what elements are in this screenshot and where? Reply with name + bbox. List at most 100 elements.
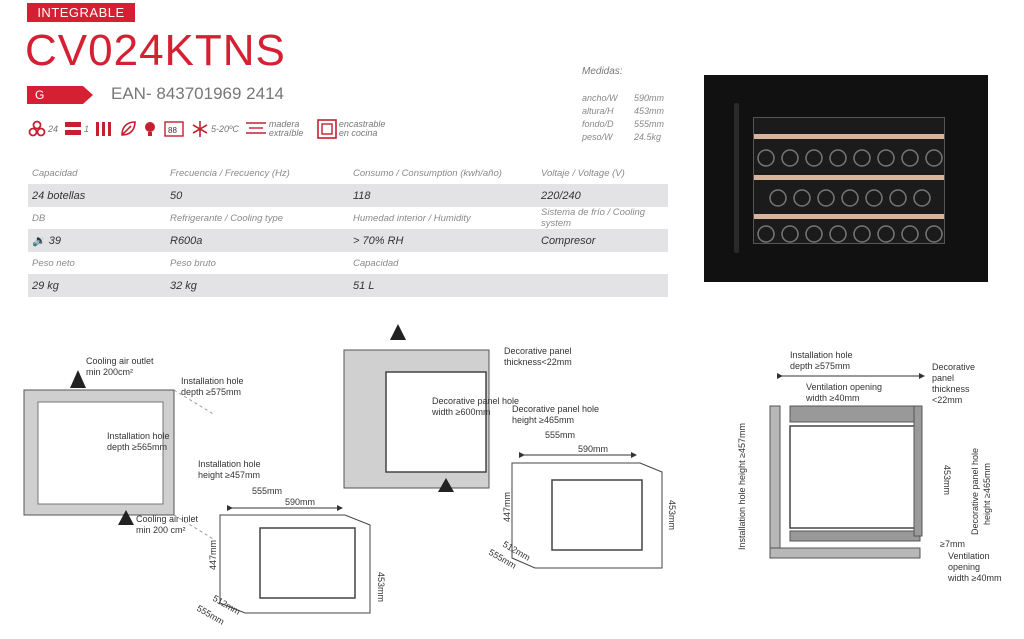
feature-temperature: 5-20ºC [191,120,239,138]
appliance-door [551,479,643,551]
spec-value-row: 24 botellas 50 118 220/240 [28,184,668,207]
speaker-icon: 🔉 [32,235,46,247]
shelf-count: 1 [84,123,90,134]
label-panel: Decorative [932,362,975,372]
energy-arrow-icon [27,86,93,104]
label-panel-height: Decorative panel hole [512,404,599,414]
label-panel-2: panel [932,373,954,383]
spec-label: DB [32,212,46,224]
wine-bottles-illustration [754,134,944,243]
decorative-panel [913,405,923,537]
spec-label: Peso bruto [170,257,216,269]
measure-value: 453mm [634,106,665,116]
label-hole-depth-value: depth ≥575mm [181,387,241,397]
label-hole-depth: Installation hole [181,376,244,386]
diagram-freestanding-install: Cooling air outlet min 200cm² Installati… [23,356,386,627]
cabinet-opening [37,401,164,505]
svg-text:88: 88 [168,126,177,135]
feature-removable: madera extraíble [245,120,311,138]
integrable-badge: INTEGRABLE [27,3,135,22]
feature-display: 88 [163,120,185,138]
feature-shelf: 1 [64,120,89,138]
diagram-panel-install: Decorative panel thickness<22mm Decorati… [343,324,677,571]
label-hole-height-value: height ≥457mm [198,470,260,480]
spec-value: 24 botellas [28,184,166,207]
cabinet-opening [385,371,487,473]
label-panel-width-value: width ≥600mm [431,407,490,417]
energy-class-label: G [35,88,45,102]
dim-line [173,389,216,416]
spec-value: Compresor [537,229,668,252]
feature-bottles: 24 [28,120,58,138]
appliance-body [789,425,917,529]
spec-value: 220/240 [537,184,668,207]
bottom-panel [789,530,921,542]
label-vent-bottom-3: width ≥40mm [947,573,1001,583]
spec-table: Capacidad Frecuencia / Frecuency (Hz) Co… [28,162,668,297]
spec-label-row: Capacidad Frecuencia / Frecuency (Hz) Co… [28,162,668,184]
feature-built-in: encastrable en cocina [317,119,395,139]
label-width-555: 555mm [252,486,282,496]
label-width-590: 590mm [285,497,315,507]
label-height-453: 453mm [376,572,386,602]
built-in-icon [317,119,337,139]
temperature-range: 5-20ºC [211,123,239,134]
spec-label: Consumo / Consumption (kwh/año) [353,167,502,179]
label-outlet-min: min 200cm² [86,367,133,377]
air-inlet-arrow-icon [438,478,454,492]
snowflake-icon [192,121,208,137]
spec-label: Capacidad [353,257,399,269]
appliance-outline [511,462,663,569]
appliance-outline [219,514,371,614]
label-hole-height: Installation hole [198,459,261,469]
display-icon: 88 [164,121,184,137]
bottles-count: 24 [48,123,59,134]
label-panel-width: Decorative panel hole [432,396,519,406]
measure-value: 590mm [634,93,665,103]
label-panel-hole-value: height ≥465mm [982,463,992,525]
label-inlet: Cooling air inlet [136,514,199,524]
spec-value-noise: 🔉 39 [28,229,166,252]
label-panel-hole: Decorative panel hole [970,448,980,535]
ean-number: 843701969 2414 [156,84,284,103]
measure-label: peso/W [582,132,613,142]
diagram-side-section: Installation hole depth ≥575mm Decorativ… [737,350,1001,583]
air-outlet-arrow-icon [70,370,86,388]
label-vent-bottom: Ventilation [948,551,990,561]
label-width-555: 555mm [545,430,575,440]
label-vent-bottom-2: opening [948,562,980,572]
spec-label: Capacidad [32,167,78,179]
appliance-door [259,527,356,599]
label-height-447: 447mm [502,492,512,522]
label-outlet: Cooling air outlet [86,356,154,366]
spec-label: Refrigerante / Cooling type [170,212,284,224]
removable-label: madera extraíble [268,119,304,138]
spec-value-row: 🔉 39 R600a > 70% RH Compresor [28,229,668,252]
spec-value: 32 kg [166,274,349,297]
shelf-icon [65,122,82,135]
spec-label: Sistema de frío / Cooling system [541,207,646,229]
measure-width: ancho/W 590mm [582,93,664,103]
spec-value: R600a [166,229,349,252]
model-title: CV024KTNS [25,26,286,75]
spec-value: 51 L [349,274,537,297]
label-hole-height: Installation hole height ≥457mm [737,423,747,550]
label-inner-depth: Installation hole [107,431,170,441]
label-hole-depth: Installation hole [790,350,853,360]
dim-line [173,514,216,541]
shelves-icon [96,122,112,136]
label-gap: ≥7mm [940,539,965,549]
label-height-453: 453mm [667,500,677,530]
label-inner-depth-value: depth ≥565mm [107,442,167,452]
measure-label: ancho/W [582,93,618,103]
spec-label-row: DB Refrigerante / Cooling type Humedad i… [28,207,668,229]
label-panel-4: <22mm [932,395,962,405]
spec-value: 50 [166,184,349,207]
spec-value: 118 [349,184,537,207]
label-panel-thickness: Decorative panel [504,346,572,356]
label-hole-depth-value: depth ≥575mm [790,361,850,371]
label-panel-3: thickness [932,384,970,394]
cabinet-side-wall [769,405,781,557]
